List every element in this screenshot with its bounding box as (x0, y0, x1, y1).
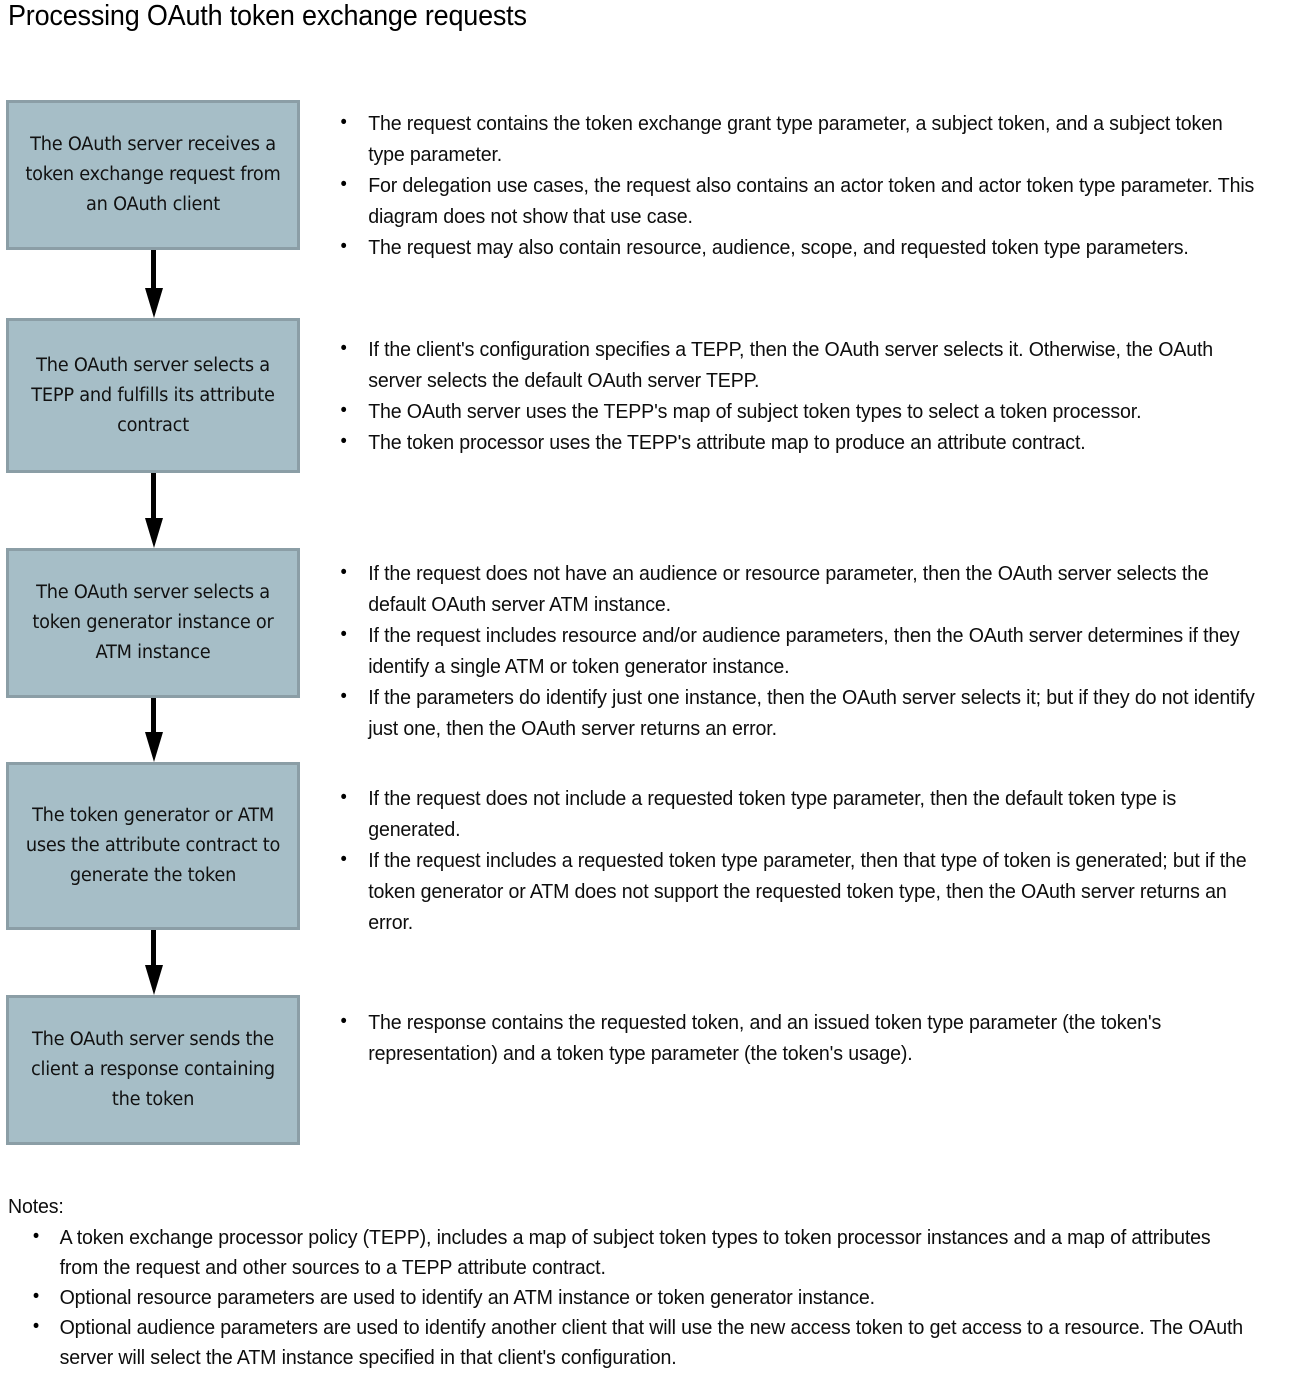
flow-step-label: The OAuth server selects a TEPP and fulf… (31, 354, 275, 436)
detail-group-select-tepp: If the client's configuration specifies … (330, 333, 1307, 458)
detail-bullet: The response contains the requested toke… (330, 1006, 1263, 1069)
arrow-head (145, 732, 163, 762)
detail-bullet-list: If the request does not have an audience… (330, 557, 1307, 744)
flow-arrow-down-icon-2 (145, 473, 163, 550)
flow-step-label: The OAuth server selects a token generat… (32, 582, 274, 663)
flow-step-label: The OAuth server receives a token exchan… (25, 134, 281, 215)
flow-arrow-down-icon-4 (145, 930, 163, 997)
notes-heading: Notes: (8, 1195, 64, 1218)
detail-bullet: For delegation use cases, the request al… (330, 169, 1263, 232)
notes-bullet: Optional resource parameters are used to… (8, 1282, 1249, 1313)
detail-bullet: If the request does not include a reques… (330, 782, 1263, 845)
detail-bullet: If the client's configuration specifies … (330, 333, 1263, 396)
detail-bullet: If the request includes resource and/or … (330, 619, 1263, 682)
arrow-shaft (151, 473, 156, 519)
flow-step-generate-token: The token generator or ATM uses the attr… (6, 762, 300, 930)
detail-bullet: The request may also contain resource, a… (330, 231, 1263, 263)
detail-bullet: The token processor uses the TEPP's attr… (330, 426, 1263, 458)
detail-group-receive-request: The request contains the token exchange … (330, 107, 1307, 263)
page-title: Processing OAuth token exchange requests (8, 0, 527, 32)
flow-step-send-response: The OAuth server sends the client a resp… (6, 995, 300, 1145)
flow-step-select-generator: The OAuth server selects a token generat… (6, 548, 300, 698)
detail-group-generate-token: If the request does not include a reques… (330, 782, 1307, 938)
flow-step-select-tepp: The OAuth server selects a TEPP and fulf… (6, 318, 300, 473)
arrow-head (145, 518, 163, 548)
detail-bullet-list: The request contains the token exchange … (330, 107, 1307, 263)
footer-notes: Notes: A token exchange processor policy… (8, 1192, 1307, 1373)
detail-bullet: If the parameters do identify just one i… (330, 681, 1263, 744)
detail-group-select-generator: If the request does not have an audience… (330, 557, 1307, 744)
flow-step-label: The OAuth server sends the client a resp… (31, 1029, 275, 1110)
flow-arrow-down-icon-3 (145, 698, 163, 764)
arrow-head (145, 965, 163, 995)
flow-arrow-down-icon-1 (145, 250, 163, 320)
process-flow: The OAuth server receives a token exchan… (0, 0, 320, 1160)
arrow-shaft (151, 698, 156, 734)
arrow-head (145, 288, 163, 318)
arrow-shaft (151, 930, 156, 967)
detail-bullet-list: If the client's configuration specifies … (330, 333, 1307, 458)
notes-bullet: A token exchange processor policy (TEPP)… (8, 1222, 1249, 1283)
detail-bullet-list: The response contains the requested toke… (330, 1006, 1307, 1069)
flow-step-receive-request: The OAuth server receives a token exchan… (6, 100, 300, 250)
detail-bullet: If the request includes a requested toke… (330, 844, 1263, 938)
detail-bullet: If the request does not have an audience… (330, 557, 1263, 620)
flow-step-label: The token generator or ATM uses the attr… (25, 805, 281, 886)
notes-bullet-list: A token exchange processor policy (TEPP)… (8, 1222, 1307, 1373)
detail-bullet-list: If the request does not include a reques… (330, 782, 1307, 938)
detail-group-send-response: The response contains the requested toke… (330, 1006, 1307, 1069)
arrow-shaft (151, 250, 156, 290)
detail-bullet: The request contains the token exchange … (330, 107, 1263, 170)
notes-bullet: Optional audience parameters are used to… (8, 1312, 1249, 1373)
detail-bullet: The OAuth server uses the TEPP's map of … (330, 395, 1263, 427)
